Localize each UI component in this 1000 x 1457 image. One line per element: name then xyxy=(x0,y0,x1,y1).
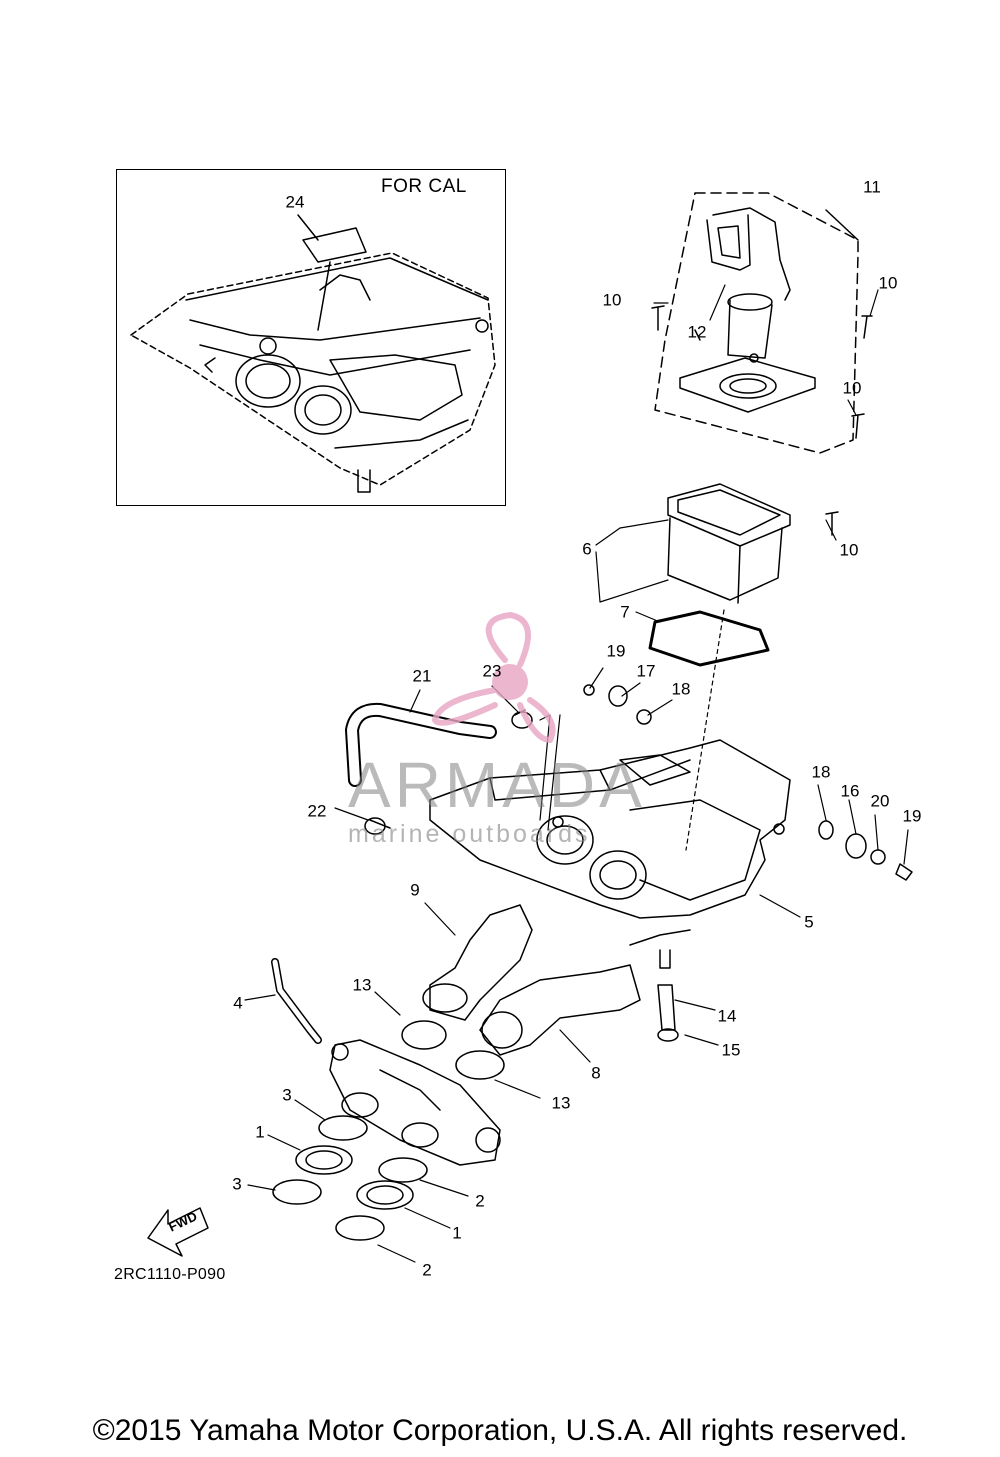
callout-3[interactable]: 3 xyxy=(232,1174,242,1194)
callout-10[interactable]: 10 xyxy=(842,378,862,398)
cover-plate xyxy=(679,353,816,413)
callout-9[interactable]: 9 xyxy=(410,880,420,900)
copyright-notice: ©2015 Yamaha Motor Corporation, U.S.A. A… xyxy=(92,1414,908,1447)
hose-4 xyxy=(271,958,322,1044)
callout-1[interactable]: 1 xyxy=(255,1122,265,1142)
intake-tube-8 xyxy=(479,964,641,1056)
inset-airbox-drawing xyxy=(130,214,496,493)
callout-14[interactable]: 14 xyxy=(717,1006,737,1026)
callout-19[interactable]: 19 xyxy=(606,641,626,661)
callout-13[interactable]: 13 xyxy=(551,1093,571,1113)
callout-20[interactable]: 20 xyxy=(870,791,890,811)
air-box-5 xyxy=(429,739,791,969)
callout-2[interactable]: 2 xyxy=(422,1260,432,1280)
screws-10 xyxy=(651,305,873,536)
group-11-outline xyxy=(654,192,859,454)
gasket-7 xyxy=(648,610,770,667)
callout-18[interactable]: 18 xyxy=(811,762,831,782)
inset-frame xyxy=(116,169,506,506)
callout-23[interactable]: 23 xyxy=(482,661,502,681)
callout-18[interactable]: 18 xyxy=(671,679,691,699)
callout-16[interactable]: 16 xyxy=(840,781,860,801)
watermark-name: ARMADA xyxy=(348,749,646,821)
leader-lines xyxy=(244,284,909,1263)
callout-13[interactable]: 13 xyxy=(352,975,372,995)
callout-10[interactable]: 10 xyxy=(878,273,898,293)
callout-22[interactable]: 22 xyxy=(307,801,327,821)
clamp-22 xyxy=(364,817,391,835)
snorkel-part-12 xyxy=(694,207,791,359)
hose-14-clamp-15 xyxy=(657,984,679,1042)
callout-19[interactable]: 19 xyxy=(902,806,922,826)
diagram-code: 2RC1110-P090 xyxy=(114,1266,226,1283)
callout-2[interactable]: 2 xyxy=(475,1191,485,1211)
callout-4[interactable]: 4 xyxy=(233,993,243,1013)
callout-10[interactable]: 10 xyxy=(602,290,622,310)
callout-3[interactable]: 3 xyxy=(282,1085,292,1105)
filter-element-6 xyxy=(667,483,791,604)
throttle-body xyxy=(329,1039,501,1166)
callout-11[interactable]: 11 xyxy=(863,177,881,197)
callout-12[interactable]: 12 xyxy=(687,322,707,342)
callout-17[interactable]: 17 xyxy=(636,661,656,681)
callout-7[interactable]: 7 xyxy=(620,602,630,622)
callout-24[interactable]: 24 xyxy=(285,192,305,212)
joints-1-2-3 xyxy=(272,1115,428,1241)
breather-hose-21 xyxy=(345,702,497,787)
fwd-arrow xyxy=(147,1207,209,1257)
callout-8[interactable]: 8 xyxy=(591,1063,601,1083)
watermark-tagline: marine outboards xyxy=(348,820,591,848)
callout-15[interactable]: 15 xyxy=(721,1040,741,1060)
callout-1[interactable]: 1 xyxy=(452,1223,462,1243)
callout-6[interactable]: 6 xyxy=(582,539,592,559)
intake-tube-9 xyxy=(422,904,533,1021)
watermark-logo xyxy=(432,612,556,743)
callout-5[interactable]: 5 xyxy=(804,912,814,932)
inset-label: FOR CAL xyxy=(381,176,467,197)
callout-21[interactable]: 21 xyxy=(412,666,432,686)
callout-10[interactable]: 10 xyxy=(839,540,859,560)
joints-13 xyxy=(401,1020,505,1080)
